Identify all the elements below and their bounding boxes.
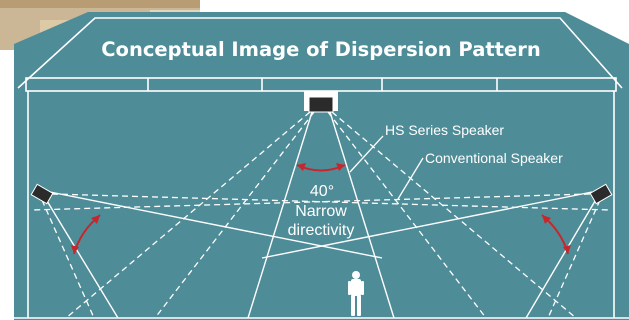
angle-arc-icon bbox=[71, 163, 571, 255]
hs-beams bbox=[43, 111, 599, 319]
conventional-speaker-label: Conventional Speaker bbox=[425, 150, 563, 166]
leader-lines bbox=[349, 135, 424, 200]
hs-speaker-label: HS Series Speaker bbox=[385, 122, 504, 138]
page-title: Conceptual Image of Dispersion Pattern bbox=[101, 38, 540, 61]
directivity-label-line2: directivity bbox=[288, 222, 355, 239]
ceiling-dividers bbox=[147, 78, 498, 91]
angle-label: 40° bbox=[310, 183, 334, 200]
speaker-icon bbox=[30, 96, 613, 205]
room-panel bbox=[14, 12, 629, 320]
directivity-label-line1: Narrow bbox=[295, 203, 347, 220]
person-icon bbox=[348, 271, 364, 316]
